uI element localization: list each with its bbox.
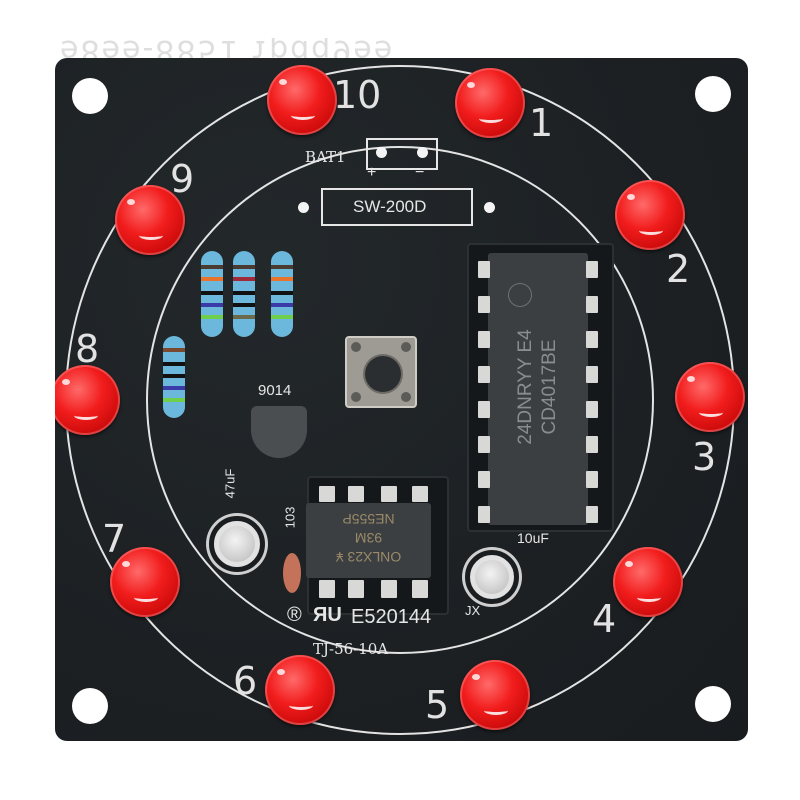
cd4017-marking: 24DNRYY E4 CD4017BE	[514, 257, 562, 517]
led-number-6: 6	[233, 659, 258, 703]
transistor-label: 9014	[258, 382, 292, 399]
resistor-3	[271, 251, 293, 337]
led-6	[265, 655, 335, 725]
led-number-7: 7	[102, 517, 127, 561]
cd4017-pin	[586, 401, 598, 418]
led-3	[675, 362, 745, 432]
ne555-marking: ONLX23 ¥ 93M NE555P	[306, 509, 431, 566]
bat1-label: BAT1	[305, 148, 346, 166]
led-2	[615, 180, 685, 250]
cd4017-chip: 24DNRYY E4 CD4017BE	[488, 253, 588, 525]
pin1-dot	[508, 283, 532, 307]
cd4017-pin	[586, 471, 598, 488]
mounting-hole-bl	[72, 688, 108, 724]
tactile-push-button[interactable]	[345, 336, 417, 408]
cd4017-pin	[478, 471, 490, 488]
switch-pad-right	[484, 202, 495, 213]
cd4017-line2: CD4017BE	[539, 339, 560, 435]
ne555-pin	[319, 486, 335, 502]
cd4017-pin	[478, 436, 490, 453]
ul-number: E520144	[351, 606, 432, 628]
inner-ring	[146, 146, 654, 654]
ne555-pin	[381, 486, 397, 502]
led-number-5: 5	[425, 683, 450, 727]
ul-mark: ЯU	[313, 604, 342, 626]
jx-label: JX	[465, 603, 481, 618]
cd4017-pin	[478, 401, 490, 418]
cd4017-pin	[586, 506, 598, 523]
led-number-3: 3	[692, 435, 717, 479]
transistor-9014	[251, 406, 307, 458]
resistor-1	[201, 251, 223, 337]
cd4017-pin	[586, 296, 598, 313]
mounting-hole-tl	[72, 78, 108, 114]
led-5	[460, 660, 530, 730]
board-model: TJ-56-10A	[313, 640, 389, 658]
capacitor-47uf	[209, 516, 265, 572]
led-9	[115, 185, 185, 255]
led-number-2: 2	[666, 247, 691, 291]
cap-10uf-label: 10uF	[517, 530, 549, 546]
ne555-pin	[412, 580, 428, 598]
ceramic-cap-103	[283, 553, 301, 593]
battery-plus: +	[367, 164, 377, 181]
battery-minus: −	[415, 164, 425, 181]
battery-pad-minus	[417, 147, 428, 158]
switch-footprint	[321, 188, 473, 226]
led-number-4: 4	[592, 597, 617, 641]
cd4017-pin	[478, 331, 490, 348]
led-number-8: 8	[75, 327, 100, 371]
resistor-4	[163, 336, 185, 418]
ne555-line3: NE555P	[342, 511, 395, 527]
ne555-line1: ONLX23 ¥	[335, 549, 402, 565]
ne555-pin	[348, 486, 364, 502]
led-1	[455, 68, 525, 138]
led-10	[267, 65, 337, 135]
led-number-9: 9	[170, 157, 195, 201]
ne555-pin	[348, 580, 364, 598]
button-cap[interactable]	[365, 356, 401, 392]
cd4017-pin	[586, 331, 598, 348]
led-number-10: 10	[333, 73, 382, 117]
ne555-pin	[381, 580, 397, 598]
led-8	[55, 365, 120, 435]
resistor-2	[233, 251, 255, 337]
ne555-chip: ONLX23 ¥ 93M NE555P	[306, 503, 431, 578]
cd4017-line1: 24DNRYY E4	[515, 329, 536, 445]
cap-47uf-label: 47uF	[222, 468, 238, 499]
mounting-hole-br	[695, 686, 731, 722]
cd4017-pin	[586, 436, 598, 453]
battery-header	[366, 138, 438, 170]
cd4017-pin	[586, 366, 598, 383]
battery-pad-plus	[376, 147, 387, 158]
switch-pad-left	[298, 202, 309, 213]
cap-103-label: 103	[282, 506, 298, 529]
switch-label: SW-200D	[353, 197, 427, 216]
led-7	[110, 547, 180, 617]
cd4017-pin	[478, 296, 490, 313]
ne555-pin	[412, 486, 428, 502]
cd4017-pin	[478, 506, 490, 523]
ne555-line2: 93M	[354, 530, 383, 546]
cd4017-pin	[478, 366, 490, 383]
pcb-board: 10 1 2 3 4 5 6 7 8 9 BAT1 + − SW-200D 24…	[55, 58, 748, 741]
led-number-1: 1	[529, 101, 554, 145]
mounting-hole-tr	[695, 76, 731, 112]
cd4017-pin	[586, 261, 598, 278]
cd4017-pin	[478, 261, 490, 278]
ne555-pin	[319, 580, 335, 598]
registered-mark: ®	[287, 604, 302, 626]
capacitor-10uf	[465, 550, 519, 604]
led-4	[613, 547, 683, 617]
